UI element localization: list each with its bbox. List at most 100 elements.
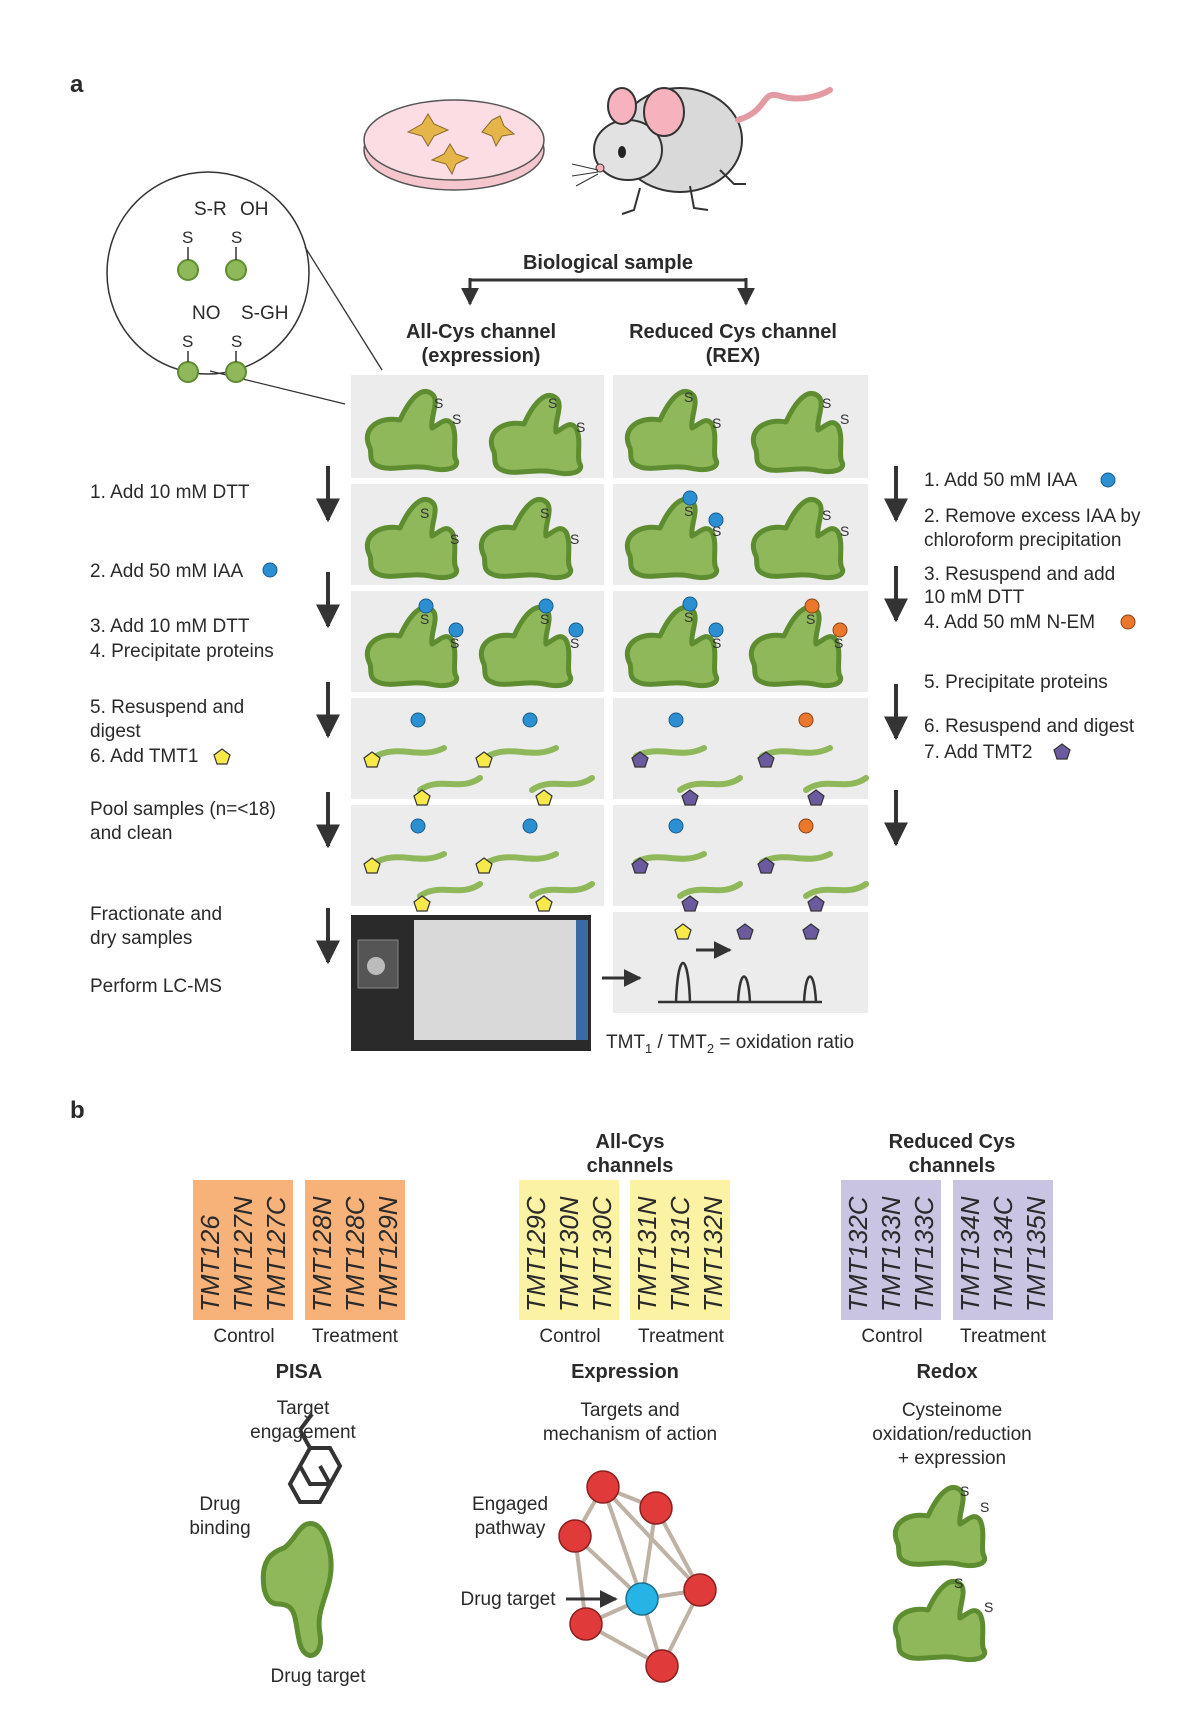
- inset-s-label: S: [231, 332, 242, 351]
- right-step: 4. Add 50 mM N-EM: [924, 612, 1095, 633]
- channel-label: TMT128N: [307, 1196, 337, 1312]
- channel-label: TMT133N: [876, 1196, 906, 1312]
- all-cys-channel-label: All-Cys channel: [406, 321, 556, 343]
- svg-text:S: S: [420, 611, 429, 627]
- channel-label: TMT132C: [843, 1196, 873, 1312]
- svg-text:S: S: [540, 611, 549, 627]
- expression-desc: mechanism of action: [543, 1424, 717, 1445]
- svg-text:S: S: [840, 523, 849, 539]
- channel-label: TMT129C: [521, 1196, 551, 1312]
- svg-text:S: S: [712, 523, 721, 539]
- drug-binding-label: Drug: [199, 1494, 240, 1515]
- expression-desc: Targets and: [580, 1400, 679, 1421]
- pisa-title: PISA: [276, 1361, 323, 1383]
- redox-treatment-label: Treatment: [960, 1326, 1047, 1347]
- channel-label: TMT128C: [340, 1196, 370, 1312]
- redox-control-box: [841, 1180, 941, 1320]
- left-step: 1. Add 10 mM DTT: [90, 482, 250, 503]
- channel-label: TMT126: [195, 1215, 225, 1312]
- pathway-network: [573, 1485, 702, 1668]
- channel-label: TMT134N: [955, 1196, 985, 1312]
- left-steps: 1. Add 10 mM DTT 2. Add 50 mM IAA 3. Add…: [90, 482, 276, 997]
- channel-label: TMT130N: [554, 1196, 584, 1312]
- right-step: 7. Add TMT2: [924, 742, 1032, 763]
- svg-text:S: S: [450, 635, 459, 651]
- right-step: 6. Resuspend and digest: [924, 716, 1135, 737]
- drug-target-label: Drug target: [270, 1666, 366, 1687]
- inset-sr-label: S-R: [194, 199, 227, 220]
- svg-text:S: S: [822, 507, 831, 523]
- tmt1-yellow-pentagons: [363, 751, 553, 912]
- svg-text:S: S: [434, 395, 443, 411]
- left-step: Perform LC-MS: [90, 976, 222, 997]
- iaa-legend-dot: [1100, 472, 1116, 488]
- svg-text:S: S: [452, 411, 461, 427]
- tmt2-legend-pentagon: [1053, 743, 1071, 760]
- redox-proteins: S S S S: [895, 1483, 993, 1660]
- right-step: 3. Resuspend and add: [924, 564, 1115, 585]
- modification-inset: S-R OH S S NO S-GH S S: [106, 171, 383, 405]
- tmt1-legend-pentagon: [213, 748, 231, 765]
- right-step: 10 mM DTT: [924, 587, 1025, 608]
- left-step: 5. Resuspend and: [90, 697, 244, 718]
- left-step: 4. Precipitate proteins: [90, 641, 274, 662]
- channel-label: TMT135N: [1021, 1196, 1051, 1312]
- panel-label-a: a: [70, 71, 84, 98]
- panel-label-b: b: [70, 1097, 85, 1124]
- svg-text:S: S: [806, 611, 815, 627]
- svg-text:S: S: [548, 395, 557, 411]
- branch-arrow: [461, 278, 755, 306]
- svg-text:S: S: [570, 635, 579, 651]
- pisa-desc: Target: [277, 1398, 331, 1419]
- svg-text:S: S: [834, 635, 843, 651]
- inset-s-label: S: [231, 228, 242, 247]
- all-cys-channel-sublabel: (expression): [422, 345, 541, 367]
- svg-text:S: S: [570, 531, 579, 547]
- left-step: 3. Add 10 mM DTT: [90, 616, 250, 637]
- redox-title: Redox: [916, 1361, 977, 1383]
- drug-binding-illustration: [260, 1412, 343, 1658]
- left-step: Pool samples (n=<18): [90, 799, 276, 820]
- svg-text:S: S: [954, 1575, 963, 1591]
- channel-label: TMT131N: [632, 1196, 662, 1312]
- svg-text:S: S: [712, 635, 721, 651]
- right-step: chloroform precipitation: [924, 530, 1121, 551]
- left-step: 6. Add TMT1: [90, 746, 198, 767]
- oxidation-ratio-label: TMT1 / TMT2 = oxidation ratio: [606, 1032, 854, 1056]
- iaa-blue-marks: [418, 490, 724, 638]
- pisa-treatment-label: Treatment: [312, 1326, 399, 1347]
- engaged-pathway-label: pathway: [475, 1518, 546, 1539]
- mass-spectrometer-icon: [351, 915, 591, 1051]
- svg-text:S: S: [980, 1499, 989, 1515]
- right-step: 2. Remove excess IAA by: [924, 506, 1141, 527]
- channel-label: TMT132N: [698, 1196, 728, 1312]
- svg-text:S: S: [684, 389, 693, 405]
- pisa-control-label: Control: [213, 1326, 274, 1347]
- redox-desc: oxidation/reduction: [872, 1424, 1032, 1445]
- network-nodes: [558, 1470, 717, 1683]
- expression-treatment-label: Treatment: [638, 1326, 725, 1347]
- pisa-control-box: [193, 1180, 293, 1320]
- group-labels: Control Treatment Control Treatment Cont…: [213, 1326, 1046, 1347]
- reduced-cys-header: Reduced Cys: [889, 1131, 1016, 1153]
- channel-label: TMT134C: [988, 1196, 1018, 1312]
- iaa-legend-dot: [262, 562, 278, 578]
- redox-treatment-box: [953, 1180, 1053, 1320]
- channel-labels: TMT126 TMT127N TMT127C TMT128N TMT128C T…: [195, 1196, 1051, 1312]
- svg-text:S: S: [712, 415, 721, 431]
- biological-sample-label: Biological sample: [523, 252, 693, 274]
- redox-desc: + expression: [898, 1448, 1006, 1469]
- inset-no-label: NO: [192, 303, 221, 324]
- svg-text:S: S: [540, 505, 549, 521]
- svg-text:S: S: [960, 1483, 969, 1499]
- svg-text:S: S: [822, 395, 831, 411]
- expression-treatment-box: [630, 1180, 730, 1320]
- svg-text:S: S: [576, 419, 585, 435]
- right-step: 5. Precipitate proteins: [924, 672, 1108, 693]
- pisa-treatment-box: [305, 1180, 405, 1320]
- svg-text:S: S: [684, 609, 693, 625]
- spectrum-plot: [658, 923, 822, 1004]
- peptide-iaa-marks: [410, 712, 684, 834]
- left-step: and clean: [90, 823, 172, 844]
- tmt2-purple-pentagons: [631, 751, 825, 912]
